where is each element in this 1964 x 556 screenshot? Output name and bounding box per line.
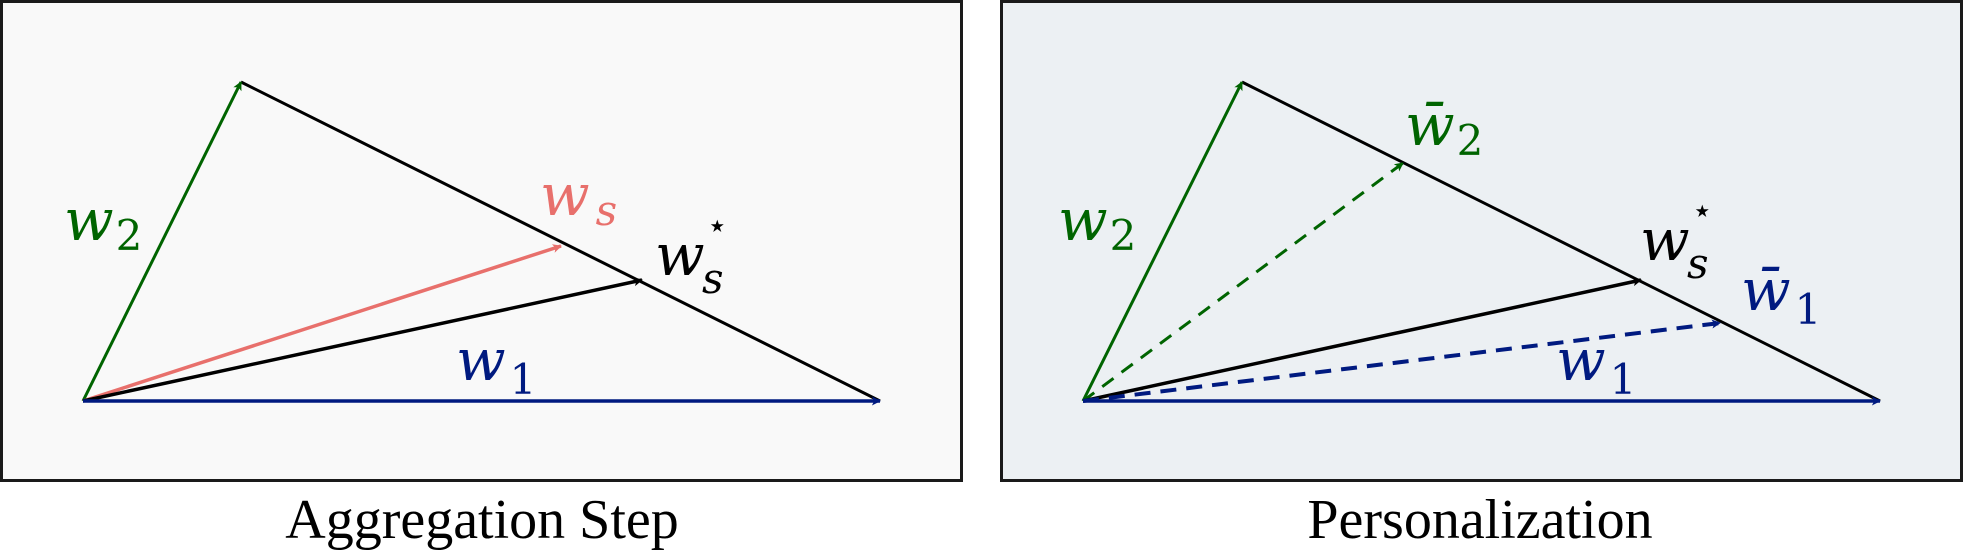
panel-frame xyxy=(0,0,963,482)
label-ws-star: w⋆s xyxy=(655,206,728,303)
w1-bar-arrow xyxy=(1082,319,1721,403)
caption-aggregation-step: Aggregation Step xyxy=(285,489,678,551)
convex-hull-line xyxy=(1241,80,1881,403)
label-w2: w2 xyxy=(1058,186,1136,260)
w2-arrow xyxy=(1081,81,1244,402)
w2-arrow xyxy=(81,81,243,402)
convex-hull-line xyxy=(240,80,881,403)
caption-personalization: Personalization xyxy=(1307,489,1652,551)
label-w2: w2 xyxy=(64,186,142,260)
label-w1-bar: w̄1 xyxy=(1741,256,1821,334)
label-w1: w1 xyxy=(456,326,536,404)
label-ws-star: w⋆s xyxy=(1640,191,1713,288)
ws-star-arrow xyxy=(82,277,643,403)
w2-bar-arrow xyxy=(1082,161,1404,403)
label-w1: w1 xyxy=(1556,326,1636,404)
panel-personalization: w2 w̄2 w⋆s w̄1 w1 Personalization xyxy=(1000,0,1963,551)
panel-frame xyxy=(1000,0,1963,482)
ws-arrow xyxy=(82,244,562,403)
label-w2-bar: w̄2 xyxy=(1405,91,1483,165)
ws-star-arrow xyxy=(1082,277,1642,403)
